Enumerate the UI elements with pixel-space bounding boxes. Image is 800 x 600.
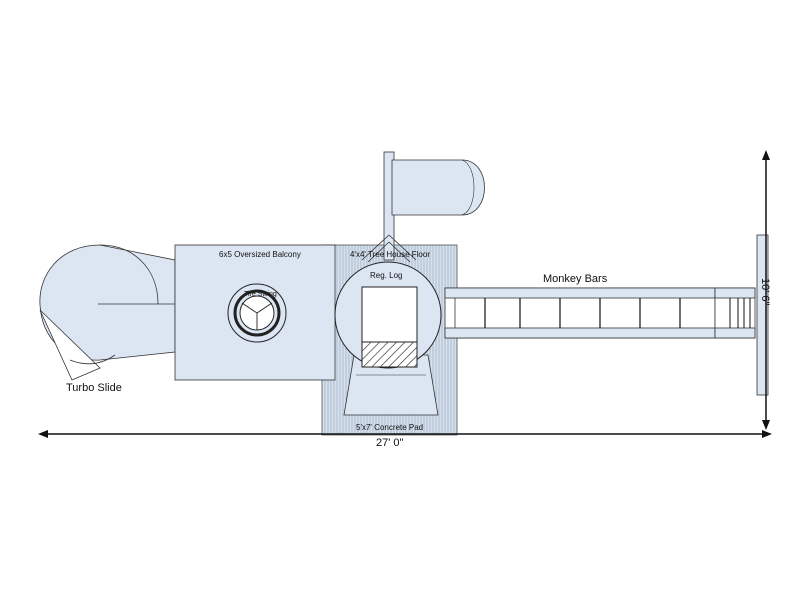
tree-house-floor-label: 4'x4' Tree House Floor (350, 250, 430, 259)
canopy (391, 159, 485, 216)
balcony-label: 6x5 Oversized Balcony (219, 250, 301, 259)
reg-log-box (361, 286, 418, 343)
monkey-bars-label: Monkey Bars (543, 273, 608, 285)
monkey-bars (444, 287, 756, 339)
end-support-beam (756, 234, 769, 396)
concrete-pad-label: 5'x7' Concrete Pad (356, 423, 423, 432)
overall-length-label: 27' 0" (376, 437, 404, 449)
turbo-slide-label: Turbo Slide (66, 382, 122, 394)
turbo-slide (39, 244, 176, 381)
tire-swing (227, 283, 287, 343)
length-dimension-line (38, 430, 772, 438)
width-dimension-line (762, 150, 770, 430)
tire-swing-label: Tire Swing (244, 291, 277, 298)
reg-log-hatch (361, 341, 418, 368)
overall-width-label: 10' 6" (759, 278, 771, 306)
reg-log-label: Reg. Log (370, 271, 402, 280)
